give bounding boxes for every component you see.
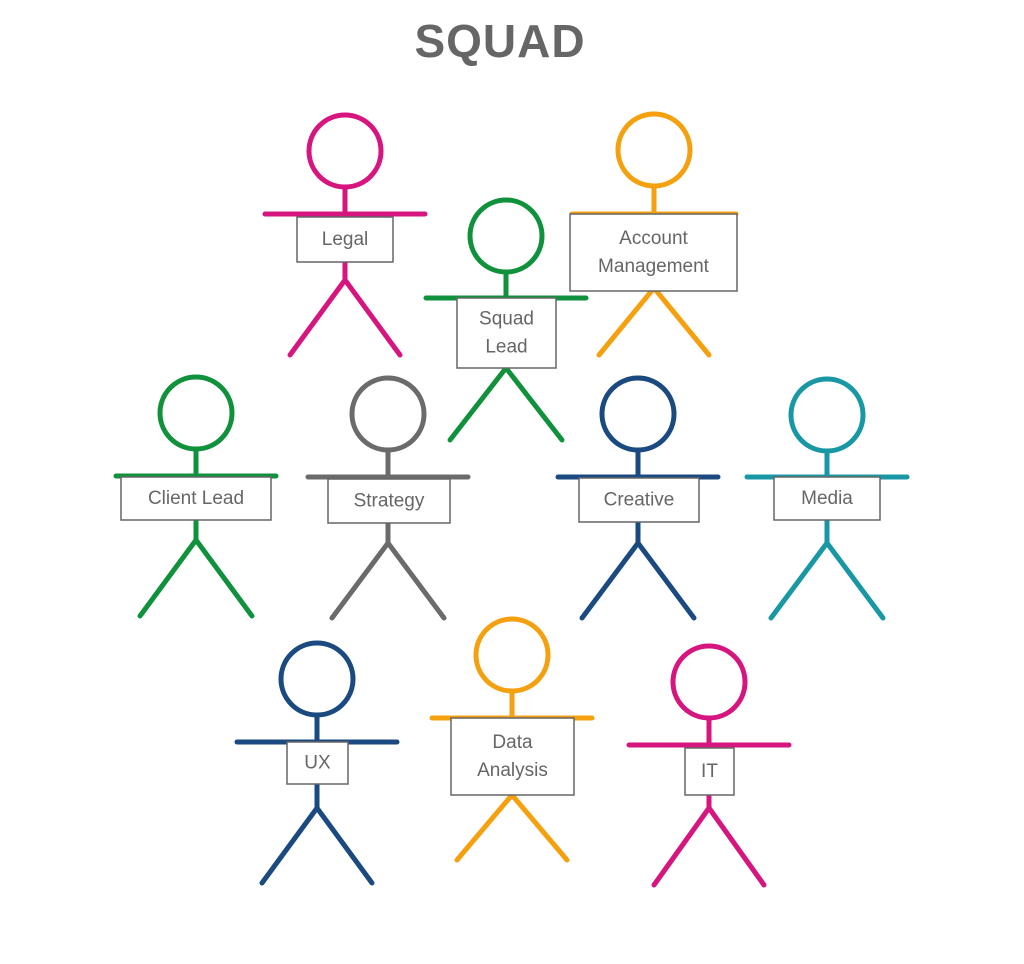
- stick-figure-client-lead: Client Lead: [113, 374, 279, 619]
- figure-right-leg: [824, 540, 886, 621]
- role-label-text: Management: [598, 256, 710, 277]
- figure-right-leg: [706, 805, 767, 888]
- stick-figure-ux: UX: [234, 640, 400, 886]
- role-label-box: [569, 213, 738, 292]
- figure-left-leg: [579, 540, 641, 621]
- figure-right-leg: [193, 537, 255, 619]
- stick-figure-it: IT: [626, 643, 792, 888]
- role-label-text: Squad: [479, 309, 534, 330]
- role-label-box: [296, 216, 394, 263]
- role-label-text: Data: [492, 732, 533, 753]
- figure-head: [306, 112, 384, 190]
- figure-head: [278, 640, 356, 718]
- figure-head: [349, 375, 427, 453]
- figure-left-leg: [259, 805, 320, 886]
- role-label-text: Analysis: [477, 760, 548, 781]
- figure-left-leg: [768, 540, 830, 621]
- role-label-text: Creative: [604, 490, 675, 511]
- stick-figure-creative: Creative: [555, 375, 721, 621]
- figure-head: [473, 616, 551, 694]
- role-label-text: UX: [304, 753, 331, 774]
- figure-head: [788, 376, 866, 454]
- role-label-text: Strategy: [354, 491, 425, 512]
- role-label-text: Lead: [485, 337, 527, 358]
- figure-right-leg: [385, 540, 447, 621]
- figure-left-leg: [137, 537, 199, 619]
- role-label-box: [286, 741, 349, 785]
- figure-right-leg: [635, 540, 697, 621]
- figure-left-leg: [287, 277, 348, 358]
- role-label-text: Client Lead: [148, 488, 244, 509]
- diagram-title: SQUAD: [414, 15, 586, 67]
- figure-right-leg: [314, 805, 375, 886]
- figure-head: [157, 374, 235, 452]
- stick-figure-strategy: Strategy: [305, 375, 471, 621]
- role-label-box: [327, 478, 451, 524]
- figure-head: [599, 375, 677, 453]
- role-label-text: Legal: [322, 229, 369, 250]
- figure-head: [670, 643, 748, 721]
- figure-head: [615, 111, 693, 189]
- role-label-box: [120, 476, 272, 521]
- role-label-text: IT: [701, 761, 718, 782]
- figure-right-leg: [509, 792, 570, 863]
- role-label-text: Account: [619, 228, 688, 249]
- figure-right-leg: [651, 285, 712, 358]
- role-label-box: [456, 297, 557, 369]
- role-label-box: [773, 476, 881, 521]
- stick-figure-legal: Legal: [262, 112, 428, 358]
- figure-left-leg: [447, 365, 509, 443]
- figure-right-leg: [503, 365, 565, 443]
- role-label-box: [578, 477, 700, 523]
- figure-left-leg: [596, 285, 657, 358]
- figure-right-leg: [342, 277, 403, 358]
- figure-left-leg: [454, 792, 515, 863]
- figure-left-leg: [651, 805, 712, 888]
- role-label-box: [684, 747, 735, 796]
- figure-left-leg: [329, 540, 391, 621]
- stick-figure-media: Media: [744, 376, 910, 621]
- role-label-text: Media: [801, 488, 853, 509]
- figure-head: [467, 197, 545, 275]
- role-label-box: [450, 717, 575, 796]
